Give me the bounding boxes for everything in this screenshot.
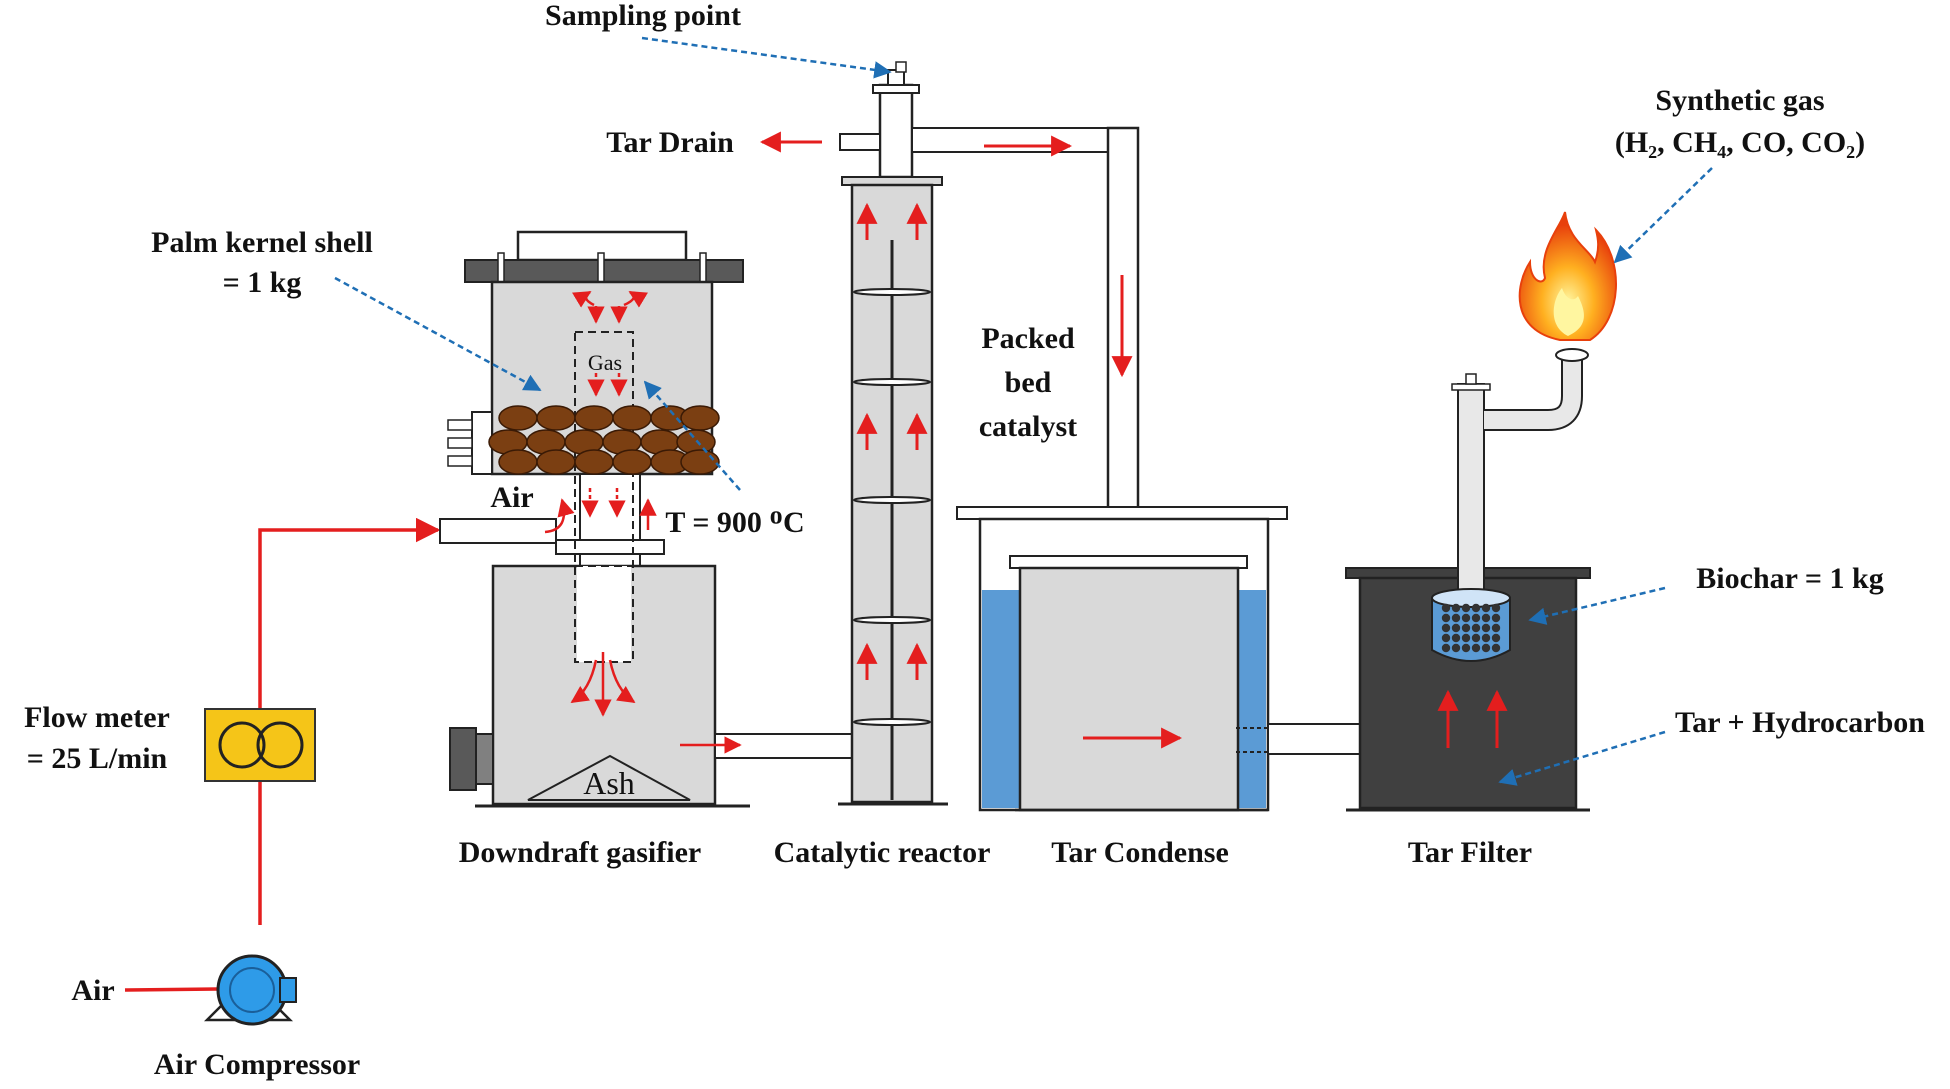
air-supply-line <box>124 517 441 992</box>
biochar-pellet <box>1451 603 1461 613</box>
biochar-pellet <box>1441 613 1451 623</box>
label-packed-bed-2: bed <box>1005 366 1052 399</box>
label-sampling-point: Sampling point <box>545 0 741 32</box>
biochar-pellet <box>1461 623 1471 633</box>
biochar-pellet <box>1451 613 1461 623</box>
biochar-pellet <box>1481 643 1491 653</box>
biochar-pellet <box>1461 643 1471 653</box>
biochar-pellet <box>1461 603 1471 613</box>
biochar-pellet <box>1451 643 1461 653</box>
biochar-pellet <box>1441 623 1451 633</box>
label-synthetic-gas: Synthetic gas <box>1655 84 1824 117</box>
label-air: Air <box>71 974 114 1007</box>
label-air-inlet: Air <box>490 481 533 514</box>
biochar-pellet <box>1441 603 1451 613</box>
flame-icon <box>1518 211 1617 341</box>
biochar-pellet <box>1451 633 1461 643</box>
kernel-shell <box>498 449 538 475</box>
label-catalytic-reactor: Catalytic reactor <box>774 836 991 869</box>
label-tar-condense: Tar Condense <box>1051 836 1229 869</box>
leader-lines <box>334 36 1713 786</box>
gasifier-flow-arrows <box>544 290 742 754</box>
label-gas-composition: (H₂, CH₄, CO, CO₂) <box>1615 126 1865 159</box>
reactor-flow-arrows <box>759 131 1073 680</box>
biochar-pellet <box>1471 613 1481 623</box>
label-tar-drain: Tar Drain <box>606 126 734 159</box>
tar-filter <box>1345 348 1591 812</box>
kernel-shell <box>536 405 576 431</box>
kernel-shell <box>612 449 652 475</box>
kernel-shell <box>574 405 614 431</box>
filter-flow-arrows <box>1437 689 1508 748</box>
biochar-pellet <box>1491 623 1501 633</box>
biochar-pellet <box>1471 643 1481 653</box>
condenser-flow-arrows <box>1083 275 1183 749</box>
label-ash: Ash <box>583 765 635 801</box>
labels: Sampling point Tar Drain Synthetic gas (… <box>24 0 1925 1081</box>
label-flow-rate: = 25 L/min <box>27 742 168 775</box>
catalytic-reactor <box>838 61 1139 806</box>
kernel-shell <box>498 405 538 431</box>
kernel-shell <box>612 405 652 431</box>
air-compressor <box>203 954 297 1026</box>
biochar-pellet <box>1481 603 1491 613</box>
label-tar-filter: Tar Filter <box>1408 836 1532 869</box>
label-gas: Gas <box>588 350 622 375</box>
label-tar-hydrocarbon: Tar + Hydrocarbon <box>1675 706 1925 739</box>
biochar-pellet <box>1451 623 1461 633</box>
biochar-pellet <box>1491 633 1501 643</box>
label-feedstock-mass: = 1 kg <box>223 266 302 299</box>
biochar-pellet <box>1481 623 1491 633</box>
tar-condenser <box>956 126 1363 812</box>
biochar-pellet <box>1491 613 1501 623</box>
label-biochar: Biochar = 1 kg <box>1696 562 1883 595</box>
biochar-pellet <box>1471 603 1481 613</box>
label-packed-bed: Packed <box>981 322 1075 355</box>
kernel-shell <box>680 405 720 431</box>
flow-meter <box>204 708 316 782</box>
biochar-pellet <box>1491 643 1501 653</box>
label-air-compressor: Air Compressor <box>154 1048 360 1081</box>
palm-kernel-shells <box>488 405 720 475</box>
label-gasifier: Downdraft gasifier <box>459 836 701 869</box>
biochar-pellet <box>1491 603 1501 613</box>
biochar-pellet <box>1441 643 1451 653</box>
label-feedstock: Palm kernel shell <box>151 226 373 259</box>
biochar-pellets <box>1441 603 1501 653</box>
biochar-pellet <box>1461 613 1471 623</box>
biochar-pellet <box>1471 623 1481 633</box>
biochar-pellet <box>1441 633 1451 643</box>
label-packed-bed-3: catalyst <box>979 410 1077 443</box>
biochar-pellet <box>1481 613 1491 623</box>
kernel-shell <box>536 449 576 475</box>
biochar-pellet <box>1481 633 1491 643</box>
label-temperature: T = 900 ᴼC <box>665 506 804 539</box>
biochar-pellet <box>1471 633 1481 643</box>
kernel-shell <box>680 449 720 475</box>
label-flow-meter: Flow meter <box>24 701 170 734</box>
biochar-pellet <box>1461 633 1471 643</box>
kernel-shell <box>574 449 614 475</box>
